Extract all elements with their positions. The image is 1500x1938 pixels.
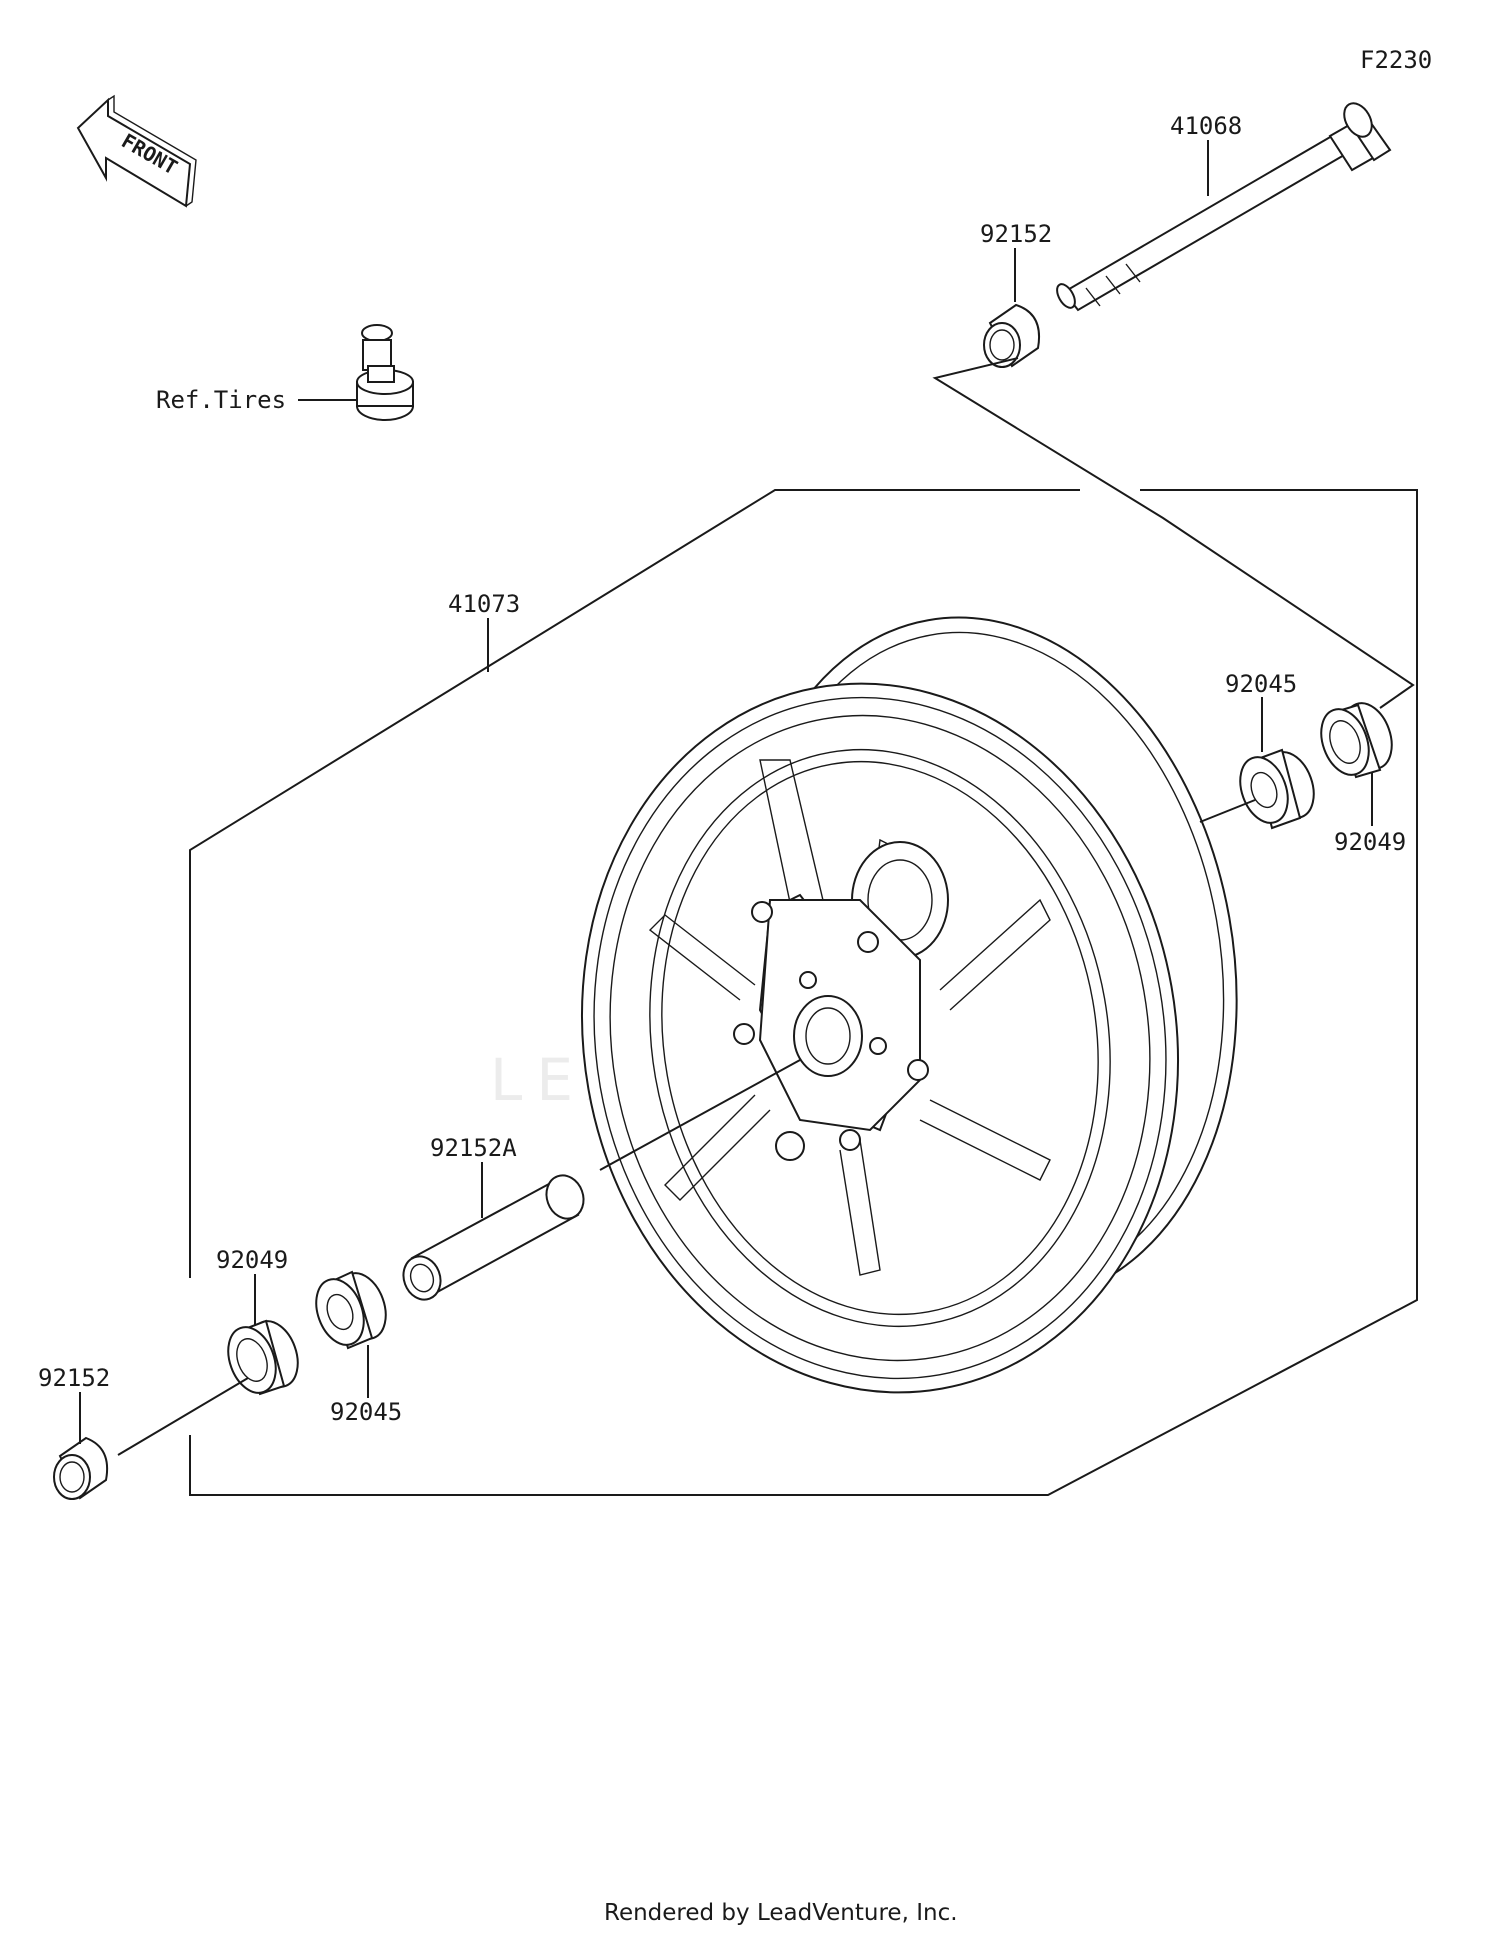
wheel-frame-right: [189, 489, 1418, 1496]
tire-valve-icon[interactable]: [356, 324, 414, 421]
label-center-collar: 92152A: [430, 1134, 517, 1162]
footer-credit: Rendered by LeadVenture, Inc.: [604, 1900, 958, 1926]
seal-92049-left[interactable]: [220, 1315, 307, 1400]
collar-92152-right[interactable]: [983, 303, 1040, 368]
front-direction-arrow-icon: FRONT: [76, 94, 197, 208]
label-valve: Ref.Tires: [156, 386, 286, 414]
label-axle-collar: 92152: [980, 220, 1052, 248]
label-bearing-left: 92045: [330, 1398, 402, 1426]
wheel-41073[interactable]: [527, 578, 1290, 1440]
diagram-code: F2230: [1360, 46, 1432, 74]
bearing-92045-right[interactable]: [1232, 746, 1323, 830]
bearing-92045-left[interactable]: [308, 1267, 395, 1352]
label-seal-right: 92049: [1334, 828, 1406, 856]
leader-collar-route: [117, 1377, 249, 1456]
wheel-frame-top: [189, 489, 1080, 1278]
leader-hub-right: [1199, 799, 1256, 823]
axle-41068[interactable]: [1053, 98, 1392, 312]
leader-hub-center: [599, 1059, 801, 1171]
leader-axle-route: [932, 357, 1415, 709]
label-axle: 41068: [1170, 112, 1242, 140]
label-collar-left: 92152: [38, 1364, 110, 1392]
label-bearing-right: 92045: [1225, 670, 1297, 698]
label-seal-left: 92049: [216, 1246, 288, 1274]
collar-92152A-center[interactable]: [398, 1170, 590, 1305]
label-wheel: 41073: [448, 590, 520, 618]
collar-92152-left[interactable]: [53, 1436, 108, 1500]
seal-92049-right[interactable]: [1313, 697, 1401, 782]
